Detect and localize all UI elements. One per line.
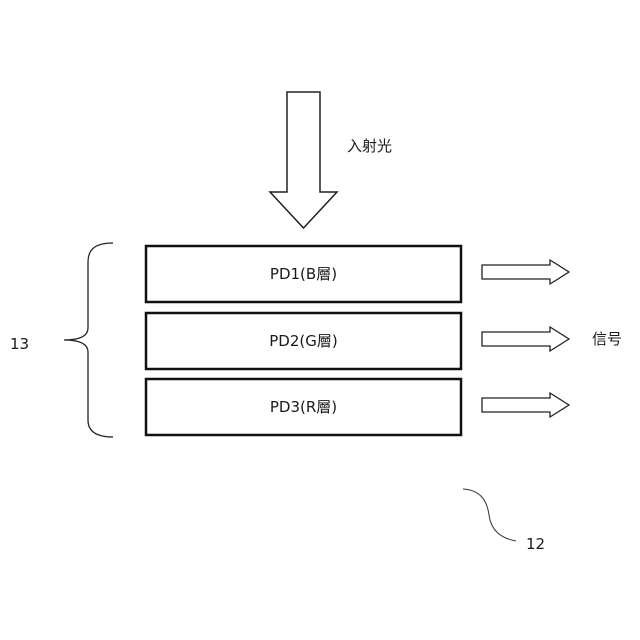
sensor-ref-numeral: 12 (526, 535, 545, 553)
signal-label: 信号 (592, 330, 622, 348)
signal-arrow-pd1 (482, 260, 569, 284)
layer-label-pd1: PD1(B層) (146, 265, 461, 283)
stack-ref-numeral: 13 (10, 335, 29, 353)
sensor-ref-leader (463, 489, 516, 541)
stack-brace (64, 243, 113, 437)
layer-label-pd3: PD3(R層) (146, 398, 461, 416)
signal-arrow-pd3 (482, 393, 569, 417)
layer-label-pd2: PD2(G層) (146, 332, 461, 350)
incident-light-label: 入射光 (347, 137, 392, 155)
incident-light-arrow (270, 92, 337, 228)
signal-arrow-pd2 (482, 327, 569, 351)
